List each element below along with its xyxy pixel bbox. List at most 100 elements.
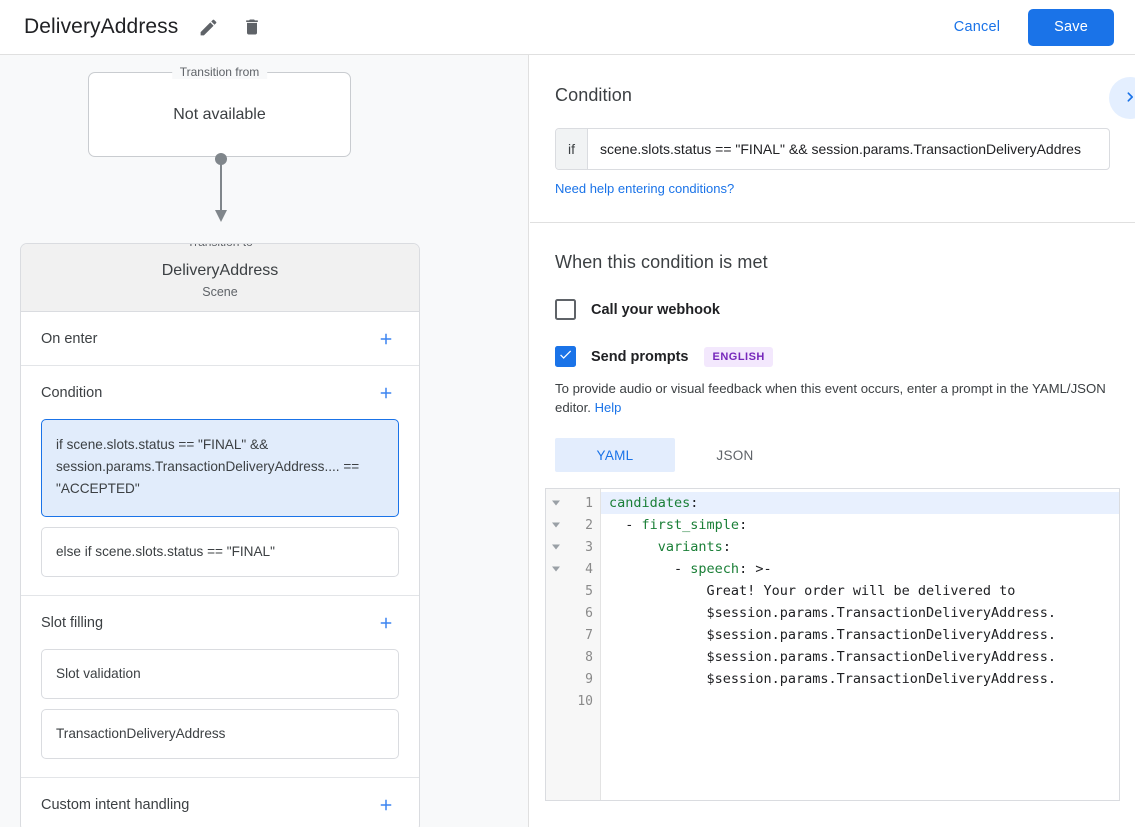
send-prompts-row: Send prompts ENGLISH [555,346,1110,367]
webhook-row: Call your webhook [555,299,1110,320]
condition-item-selected[interactable]: if scene.slots.status == "FINAL" && sess… [41,419,399,517]
editor-format-tabs: YAML JSON [555,438,1110,472]
code-key: variants [657,539,723,555]
line-number: 8 [546,646,600,668]
transition-to-header: Transition to DeliveryAddress Scene [21,244,419,312]
line-number-text: 8 [585,649,593,665]
scene-name: DeliveryAddress [161,262,279,279]
code-line[interactable]: - first_simple: [601,514,1119,536]
code-text: $session.params.TransactionDeliveryAddre… [706,605,1057,621]
transition-to-legend: Transition to [179,244,261,249]
send-prompts-checkbox[interactable] [555,346,576,367]
code-key: speech [690,561,740,577]
save-button[interactable]: Save [1028,8,1114,46]
transition-from-value: Not available [173,105,266,123]
fold-triangle-icon[interactable] [552,500,560,506]
add-slot-button[interactable] [373,610,399,636]
section-custom-intent-handling: Custom intent handling [21,778,419,827]
section-header: Custom intent handling [41,778,399,827]
transition-arrow [214,153,228,227]
slot-item[interactable]: TransactionDeliveryAddress [41,709,399,759]
line-number-text: 4 [585,561,593,577]
transition-from-legend: Transition from [171,65,268,79]
code-line[interactable] [601,690,1119,712]
code-text: : >- [739,561,772,577]
section-title: Custom intent handling [41,796,190,813]
right-panel: Condition if Need help entering conditio… [530,55,1135,827]
plus-icon [377,330,395,348]
language-badge: ENGLISH [704,346,773,367]
code-text: Great! Your order will be delivered to [706,583,1016,599]
code-indent [609,605,707,621]
left-panel: Transition from Not available Transition… [0,55,529,827]
line-number: 10 [546,690,600,712]
code-indent [609,539,658,555]
tab-json[interactable]: JSON [716,447,754,463]
code-line[interactable]: $session.params.TransactionDeliveryAddre… [601,624,1119,646]
plus-icon [377,384,395,402]
section-header: On enter [41,312,399,365]
when-condition-met-block: When this condition is met Call your web… [530,223,1135,472]
cancel-button[interactable]: Cancel [944,11,1010,43]
fold-triangle-icon[interactable] [552,566,560,572]
call-webhook-label: Call your webhook [591,301,720,318]
line-number-text: 3 [585,539,593,555]
top-app-bar: DeliveryAddress Cancel Save [0,0,1135,55]
prompts-help-link[interactable]: Help [594,400,622,415]
transition-from-card: Transition from Not available [88,65,351,157]
line-number-text: 5 [585,583,593,599]
code-line[interactable]: $session.params.TransactionDeliveryAddre… [601,646,1119,668]
checkmark-icon [558,347,573,367]
expand-panel-button[interactable] [1109,77,1135,119]
tab-yaml[interactable]: YAML [555,438,675,472]
code-line[interactable]: - speech: >- [601,558,1119,580]
condition-block: Condition if Need help entering conditio… [530,55,1135,222]
code-indent: - [609,561,691,577]
send-prompts-label: Send prompts [591,348,689,365]
section-title: Condition [41,384,103,401]
line-number: 4 [546,558,600,580]
fold-triangle-icon[interactable] [552,522,560,528]
slot-validation-item[interactable]: Slot validation [41,649,399,699]
line-number: 1 [546,492,600,514]
code-line[interactable]: variants: [601,536,1119,558]
condition-help-link[interactable]: Need help entering conditions? [555,181,735,196]
add-custom-intent-button[interactable] [373,792,399,818]
code-line[interactable]: Great! Your order will be delivered to [601,580,1119,602]
code-text: : [739,517,748,533]
arrow-head-icon [215,210,227,222]
section-on-enter: On enter [21,312,419,366]
line-number-text: 1 [585,495,593,511]
helper-sentence: To provide audio or visual feedback when… [555,381,1106,415]
code-line[interactable]: candidates: [601,492,1119,514]
arrow-dot-icon [215,153,227,165]
add-on-enter-button[interactable] [373,326,399,352]
pencil-icon [198,17,219,38]
code-text: $session.params.TransactionDeliveryAddre… [706,671,1057,687]
editor-code-area[interactable]: candidates: - first_simple: variants: - … [601,489,1119,800]
delete-button[interactable] [238,13,266,41]
code-text: : [690,495,699,511]
code-text: $session.params.TransactionDeliveryAddre… [706,649,1057,665]
edit-name-button[interactable] [194,13,222,41]
fold-triangle-icon[interactable] [552,544,560,550]
line-number-text: 7 [585,627,593,643]
add-condition-button[interactable] [373,380,399,406]
line-number-text: 2 [585,517,593,533]
code-indent [609,649,707,665]
condition-item[interactable]: else if scene.slots.status == "FINAL" [41,527,399,577]
prompts-helper-text: To provide audio or visual feedback when… [555,379,1110,417]
code-line[interactable]: $session.params.TransactionDeliveryAddre… [601,602,1119,624]
section-header: Slot filling [41,596,399,649]
call-webhook-checkbox[interactable] [555,299,576,320]
code-text: $session.params.TransactionDeliveryAddre… [706,627,1057,643]
section-condition: Condition if scene.slots.status == "FINA… [21,366,419,596]
code-indent [609,671,707,687]
line-number-text: 6 [585,605,593,621]
code-key: first_simple [641,517,740,533]
condition-expression-input[interactable] [588,129,1109,169]
code-line[interactable]: $session.params.TransactionDeliveryAddre… [601,668,1119,690]
section-title: On enter [41,330,98,347]
